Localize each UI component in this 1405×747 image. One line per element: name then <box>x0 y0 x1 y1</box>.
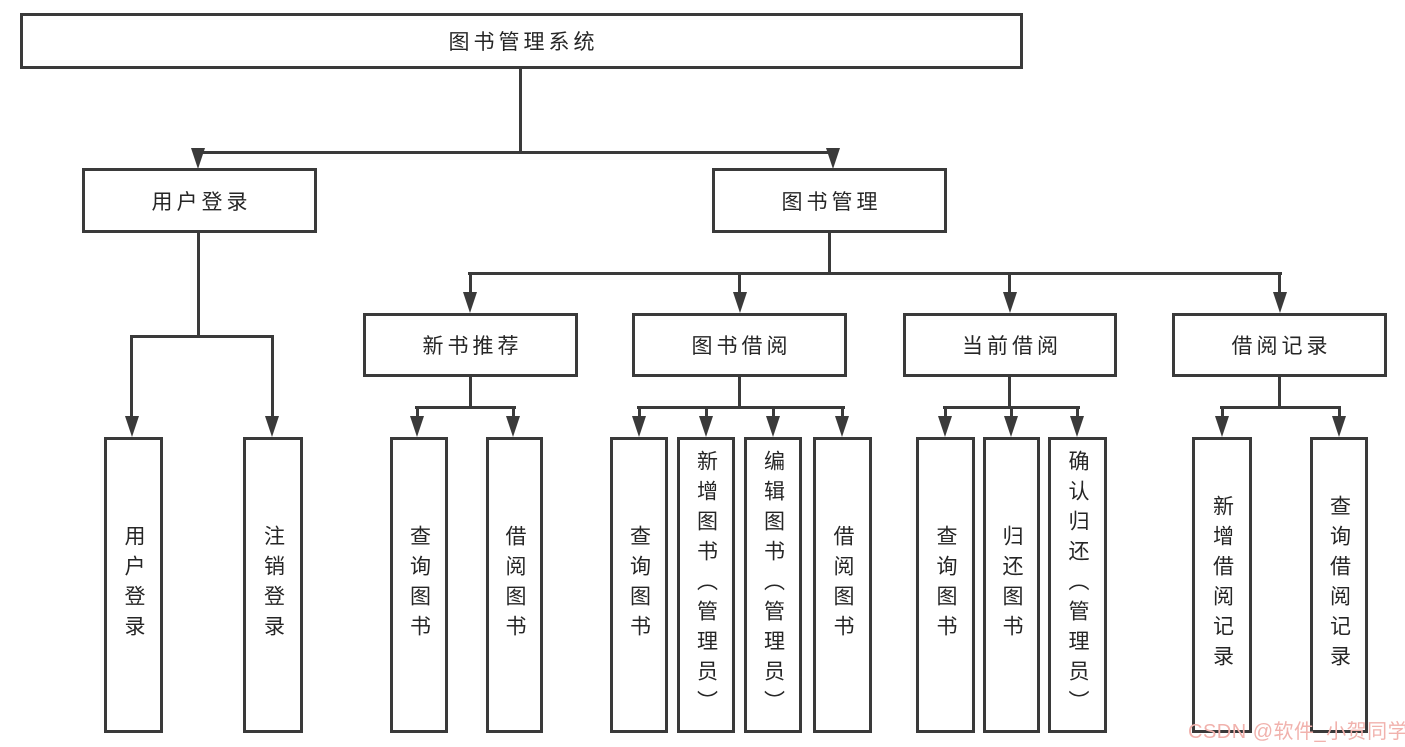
leaf-bb-edit-books-admin: 编辑图书（管理员） <box>744 437 802 733</box>
connector-rec-stem <box>469 377 472 406</box>
connector-bb-stem <box>738 377 741 406</box>
arrowhead-to-new-book-rec <box>463 292 477 313</box>
arrowhead-bb-add <box>699 416 713 437</box>
connector-rec-rail <box>415 406 516 409</box>
leaf-bb-query-books: 查询图书 <box>610 437 668 733</box>
leaf-user-login: 用户登录 <box>104 437 163 733</box>
connector-root-stem <box>519 69 522 151</box>
arrowhead-to-current-borrowing <box>1003 292 1017 313</box>
arrowhead-bb-borrow <box>835 416 849 437</box>
arrowhead-cb-return <box>1004 416 1018 437</box>
connector-cb-branch3 <box>1076 406 1079 417</box>
leaf-logout: 注销登录 <box>243 437 303 733</box>
connector-br-branch1 <box>1221 406 1224 417</box>
connector-book-mgmt-stem <box>828 233 831 272</box>
arrowhead-to-login-leaf <box>125 416 139 437</box>
connector-cb-branch1 <box>944 406 947 417</box>
node-library-management-system: 图书管理系统 <box>20 13 1023 69</box>
leaf-bb-add-books-admin: 新增图书（管理员） <box>677 437 735 733</box>
connector-bb-branch1 <box>638 406 641 417</box>
node-new-book-recommendation: 新书推荐 <box>363 313 578 377</box>
arrowhead-cb-query <box>938 416 952 437</box>
connector-cb-stem <box>1008 377 1011 406</box>
connector-cb-branch2 <box>1010 406 1013 417</box>
leaf-cb-query-books: 查询图书 <box>916 437 975 733</box>
connector-bb-rail <box>637 406 845 409</box>
connector-br-stem <box>1278 377 1281 406</box>
arrowhead-to-user-login <box>191 148 205 169</box>
arrowhead-bb-edit <box>766 416 780 437</box>
arrowhead-to-borrowing-records <box>1273 292 1287 313</box>
leaf-bb-borrow-books: 借阅图书 <box>813 437 872 733</box>
connector-bb-branch2 <box>705 406 708 417</box>
node-borrowing-records: 借阅记录 <box>1172 313 1387 377</box>
connector-user-login-stem <box>197 233 200 335</box>
connector-level3-rail <box>468 272 1282 275</box>
connector-branch-login <box>130 335 133 416</box>
arrowhead-to-book-borrowing <box>733 292 747 313</box>
connector-br-rail <box>1220 406 1341 409</box>
arrowhead-rec-query <box>410 416 424 437</box>
arrowhead-br-query <box>1332 416 1346 437</box>
leaf-br-query-record: 查询借阅记录 <box>1310 437 1368 733</box>
connector-level2-rail <box>196 151 835 154</box>
leaf-rec-query-books: 查询图书 <box>390 437 448 733</box>
leaf-cb-return-books: 归还图书 <box>983 437 1040 733</box>
connector-branch-records <box>1278 272 1281 294</box>
connector-user-login-rail <box>130 335 274 338</box>
arrowhead-to-book-management <box>826 148 840 169</box>
node-user-login: 用户登录 <box>82 168 317 233</box>
arrowhead-rec-borrow <box>506 416 520 437</box>
arrowhead-bb-query <box>632 416 646 437</box>
connector-branch-borrowing <box>738 272 741 294</box>
watermark: CSDN @软件_小贺同学 <box>1188 721 1405 743</box>
connector-branch-current <box>1008 272 1011 294</box>
arrowhead-br-add <box>1215 416 1229 437</box>
leaf-cb-confirm-return-admin: 确认归还（管理员） <box>1048 437 1107 733</box>
node-book-borrowing: 图书借阅 <box>632 313 847 377</box>
leaf-rec-borrow-books: 借阅图书 <box>486 437 543 733</box>
connector-branch-new-book <box>469 272 472 294</box>
connector-rec-branch2 <box>512 406 515 417</box>
connector-bb-branch3 <box>772 406 775 417</box>
connector-br-branch2 <box>1338 406 1341 417</box>
arrowhead-cb-confirm <box>1070 416 1084 437</box>
connector-bb-branch4 <box>841 406 844 417</box>
connector-branch-logout <box>271 335 274 416</box>
leaf-br-add-record: 新增借阅记录 <box>1192 437 1252 733</box>
node-current-borrowing: 当前借阅 <box>903 313 1117 377</box>
arrowhead-to-logout-leaf <box>265 416 279 437</box>
connector-rec-branch1 <box>416 406 419 417</box>
node-book-management: 图书管理 <box>712 168 947 233</box>
